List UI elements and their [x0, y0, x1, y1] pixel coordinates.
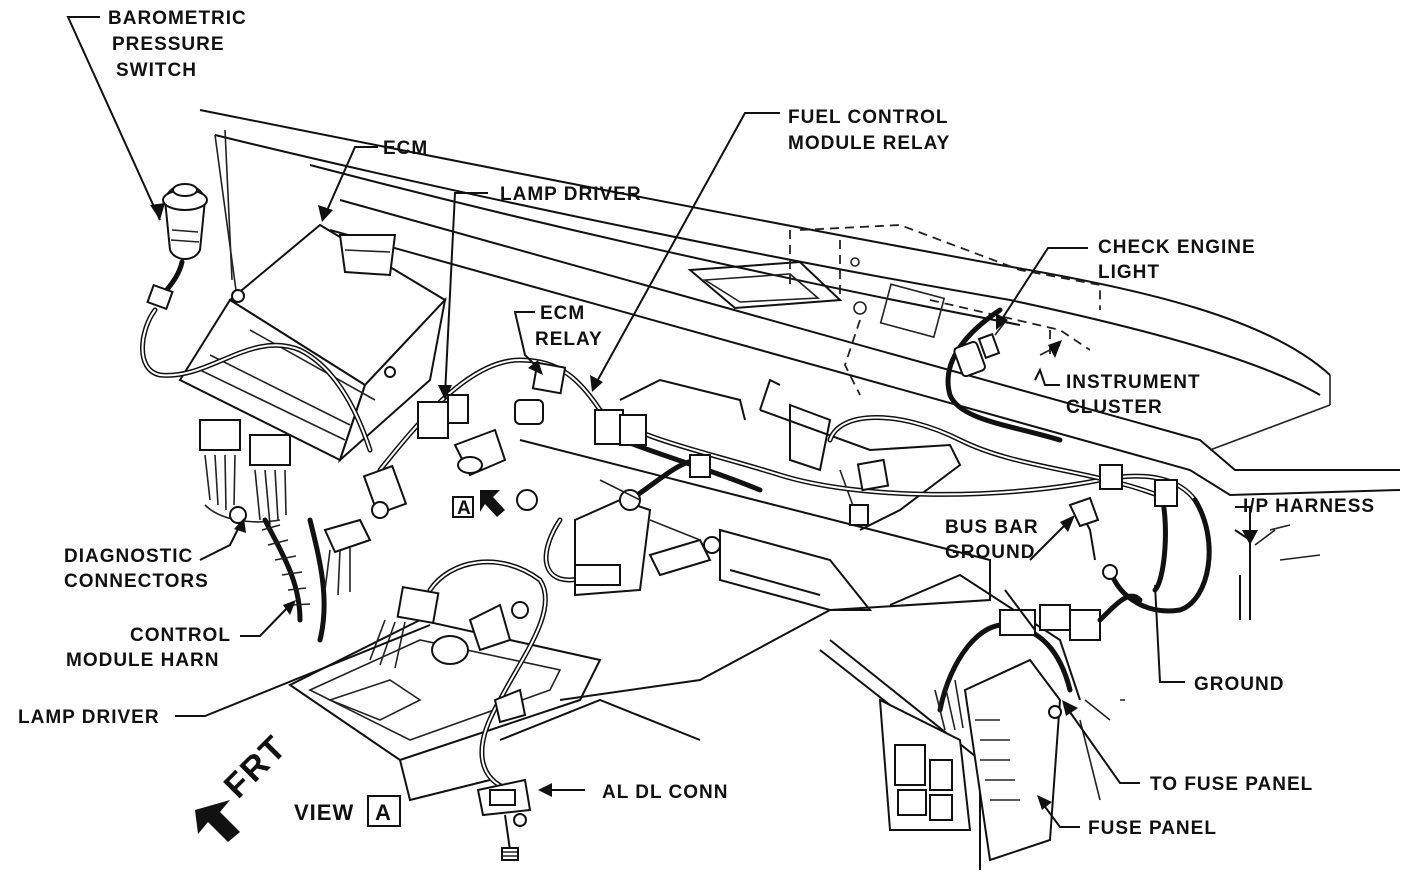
- diagnostic-label-2: CONNECTORS: [64, 571, 209, 592]
- ground-label: GROUND: [1194, 674, 1284, 695]
- lamp-driver-top-label: LAMP DRIVER: [500, 184, 642, 205]
- lamp-driver-bottom-label: LAMP DRIVER: [18, 707, 160, 728]
- view-letter: A: [375, 800, 392, 825]
- main-harness: [362, 307, 1212, 614]
- view-a-pointer-icon: [480, 490, 505, 517]
- aldl-label: AL DL CONN: [602, 782, 728, 803]
- front-arrow-icon: [195, 800, 240, 842]
- check-engine-label-2: LIGHT: [1098, 262, 1160, 283]
- arrow-letter: A: [457, 498, 472, 519]
- view-letter-box: [367, 795, 401, 827]
- to-fuse-panel-label: TO FUSE PANEL: [1150, 774, 1313, 795]
- labels: BAROMETRIC PRESSURE SWITCH ECM LAMP DRIV…: [18, 8, 1375, 839]
- control-module-label-2: MODULE HARN: [66, 650, 220, 671]
- front-arrow: FRT: [195, 728, 295, 842]
- ecm-label: ECM: [383, 138, 428, 159]
- bus-bar-label-2: GROUND: [945, 542, 1035, 563]
- check-engine-light-bulb: [953, 321, 1061, 378]
- ecm-relay-label-2: RELAY: [535, 329, 603, 350]
- ip-harness-label: I/P HARNESS: [1243, 496, 1375, 517]
- diagnostic-label-1: DIAGNOSTIC: [64, 546, 193, 567]
- control-module-label-1: CONTROL: [130, 625, 231, 646]
- view-a-box-small: [452, 496, 474, 518]
- view-a-inset: [288, 559, 831, 861]
- view-label: VIEW: [294, 800, 354, 825]
- barometric-label-3: SWITCH: [116, 60, 197, 81]
- instrument-cluster-label-2: CLUSTER: [1066, 397, 1163, 418]
- fuel-control-label-1: FUEL CONTROL: [788, 107, 948, 128]
- barometric-label-2: PRESSURE: [112, 34, 225, 55]
- fuse-panel: [819, 496, 1321, 870]
- view-a-arrow: A: [452, 490, 505, 519]
- fuse-panel-label: FUSE PANEL: [1088, 818, 1217, 839]
- ecm-relay-label-1: ECM: [540, 303, 585, 324]
- leader-lines: [66, 16, 1258, 828]
- barometric-label-1: BAROMETRIC: [108, 8, 247, 29]
- instrument-panel-outline: [199, 109, 1401, 611]
- instrument-cluster-label-1: INSTRUMENT: [1066, 372, 1201, 393]
- control-module-harness: [261, 517, 372, 643]
- barometric-pressure-switch: [140, 183, 373, 453]
- bus-bar-label-1: BUS BAR: [945, 517, 1039, 538]
- fuel-control-label-2: MODULE RELAY: [788, 133, 950, 154]
- ecm-module: [178, 223, 447, 526]
- check-engine-label-1: CHECK ENGINE: [1098, 237, 1256, 258]
- front-label: FRT: [217, 728, 295, 806]
